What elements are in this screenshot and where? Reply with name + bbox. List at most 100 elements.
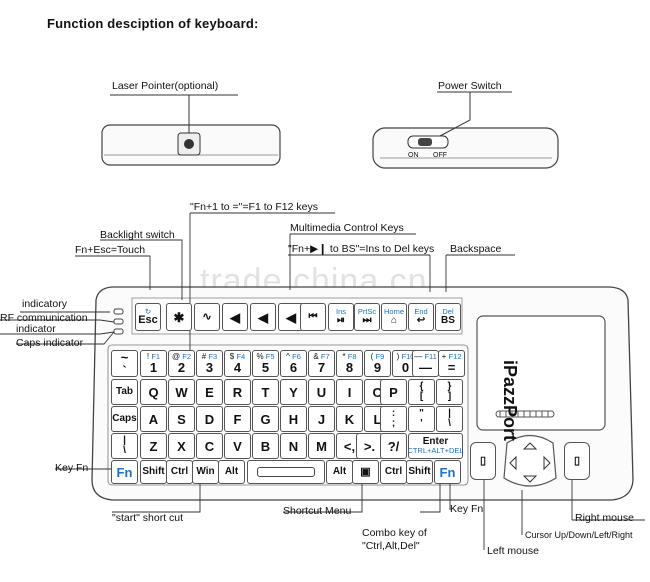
left-mouse-button[interactable]: ▯: [470, 442, 496, 480]
home-key[interactable]: Home⌂: [381, 303, 407, 331]
speaker-loud-icon: ◀: [258, 309, 268, 325]
fn-f-keys-label: "Fn+1 to ="=F1 to F12 keys: [190, 201, 318, 213]
mouse-icon: ▯: [573, 454, 581, 467]
space-key[interactable]: [247, 460, 325, 484]
key-i[interactable]: I: [336, 379, 363, 405]
key-q[interactable]: Q: [140, 379, 167, 405]
mouse-icon: ▯: [479, 454, 487, 467]
key-c[interactable]: C: [196, 433, 223, 459]
laser-device-icon: [101, 124, 281, 166]
wireless-key[interactable]: ∿: [194, 303, 220, 331]
bracket-right-key[interactable]: }]: [436, 379, 463, 405]
mute-key[interactable]: ◀: [278, 303, 304, 331]
combo-key-label-2: "Ctrl,Alt,Del": [362, 540, 420, 552]
speaker-icon: ◀: [230, 309, 240, 325]
indicatory-label: indicatory: [22, 298, 67, 310]
backspace-label: Backspace: [450, 243, 502, 255]
fn-key-right[interactable]: Fn: [434, 460, 461, 484]
key-f[interactable]: F: [224, 406, 251, 432]
esc-key[interactable]: ↻Esc: [135, 303, 161, 331]
backslash-left-key[interactable]: |\: [111, 433, 138, 459]
power-switch-label: Power Switch: [438, 80, 502, 92]
key-y[interactable]: Y: [280, 379, 307, 405]
bracket-left-key[interactable]: {[: [408, 379, 435, 405]
off-label: OFF: [433, 152, 447, 159]
prev-track-icon: ⏮: [308, 311, 318, 322]
period-key[interactable]: >.: [356, 433, 383, 459]
equals-key[interactable]: + F12=: [438, 350, 465, 377]
semicolon-key[interactable]: :;: [380, 406, 407, 432]
indicator-lights-icon: [113, 308, 124, 335]
shift-key-right[interactable]: Shift: [406, 460, 433, 484]
ctrl-key-left[interactable]: Ctrl: [166, 460, 193, 484]
key-e[interactable]: E: [196, 379, 223, 405]
fn-key-left[interactable]: Fn: [111, 460, 138, 484]
tab-key[interactable]: Tab: [111, 379, 138, 405]
menu-icon: ▣: [360, 465, 371, 478]
menu-key[interactable]: ▣: [352, 460, 379, 484]
key-j[interactable]: J: [308, 406, 335, 432]
caps-key[interactable]: Caps: [111, 406, 138, 432]
end-key[interactable]: End↩: [408, 303, 434, 331]
brand-label: iPazzPort: [500, 360, 520, 442]
prtsc-key[interactable]: PrtSc⏭: [354, 303, 380, 331]
back-icon: ↩: [416, 314, 426, 326]
cursor-keys-label: Cursor Up/Down/Left/Right: [525, 530, 633, 540]
wifi-icon: ∿: [202, 310, 212, 323]
page-title: Function desciption of keyboard:: [47, 16, 259, 31]
play-pause-icon: ⏯: [337, 314, 345, 326]
on-label: ON: [408, 152, 419, 159]
key-v[interactable]: V: [224, 433, 251, 459]
rf-indicator-label-1: RF communication: [0, 312, 88, 324]
key-n[interactable]: N: [280, 433, 307, 459]
laser-pointer-label: Laser Pointer(optional): [112, 80, 219, 92]
key-r[interactable]: R: [224, 379, 251, 405]
key-x[interactable]: X: [168, 433, 195, 459]
key-m[interactable]: M: [308, 433, 335, 459]
backslash-key[interactable]: |\: [436, 406, 463, 432]
quote-key[interactable]: "': [408, 406, 435, 432]
key-d[interactable]: D: [196, 406, 223, 432]
backlight-key[interactable]: ✱: [166, 303, 192, 331]
key-w[interactable]: W: [168, 379, 195, 405]
alt-key-left[interactable]: Alt: [218, 460, 245, 484]
ctrl-key-right[interactable]: Ctrl: [380, 460, 407, 484]
tilde-key[interactable]: ~`: [111, 350, 138, 377]
win-key[interactable]: Win: [192, 460, 219, 484]
key-k[interactable]: K: [336, 406, 363, 432]
slash-key[interactable]: ?/: [380, 433, 407, 459]
caps-indicator-label: Caps indicator: [16, 337, 84, 349]
space-bar-icon: [257, 467, 315, 477]
alt-key-right[interactable]: Alt: [326, 460, 353, 484]
key-z[interactable]: Z: [140, 433, 167, 459]
key-g[interactable]: G: [252, 406, 279, 432]
start-shortcut-label: "start" short cut: [112, 512, 184, 524]
key-b[interactable]: B: [252, 433, 279, 459]
key-t[interactable]: T: [252, 379, 279, 405]
key-u[interactable]: U: [308, 379, 335, 405]
key-s[interactable]: S: [168, 406, 195, 432]
volume-up-key[interactable]: ◀: [250, 303, 276, 331]
right-mouse-button[interactable]: ▯: [564, 442, 590, 480]
ins-key[interactable]: Ins⏯: [328, 303, 354, 331]
volume-down-key[interactable]: ◀: [222, 303, 248, 331]
prev-track-key[interactable]: ⏮: [300, 303, 326, 331]
key-p[interactable]: P: [380, 379, 407, 405]
key-a[interactable]: A: [140, 406, 167, 432]
shift-key-left[interactable]: Shift: [140, 460, 167, 484]
key-h[interactable]: H: [280, 406, 307, 432]
key-fn-right-label: Key Fn: [450, 503, 484, 515]
minus-key[interactable]: — F11—: [412, 350, 439, 377]
